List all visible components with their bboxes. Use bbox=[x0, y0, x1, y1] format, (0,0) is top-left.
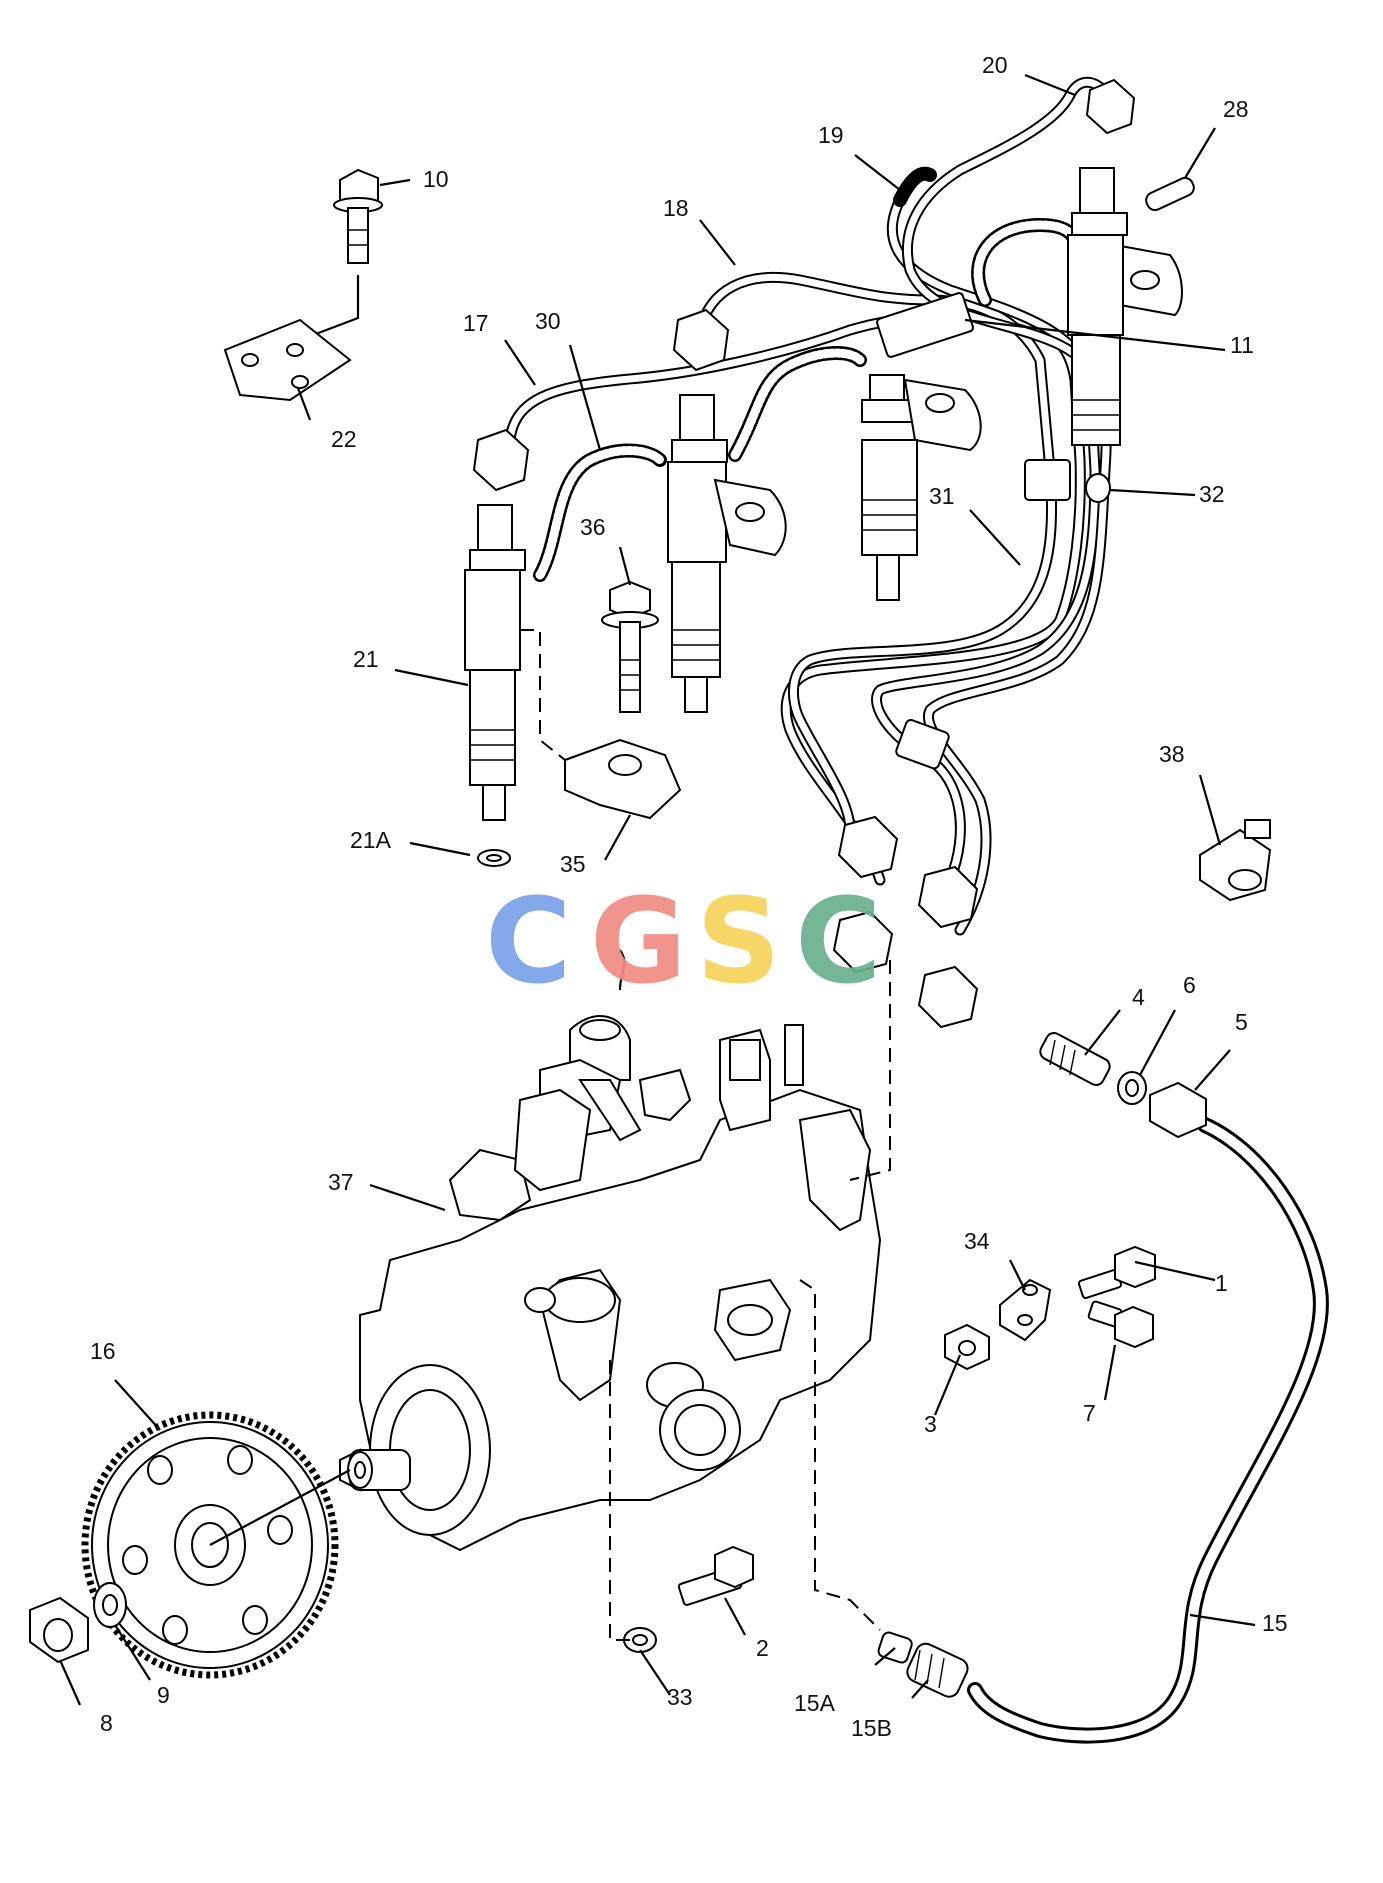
fuel-injection-lines bbox=[504, 76, 1116, 936]
callout-6: 6 bbox=[1183, 972, 1196, 998]
leader-lines bbox=[58, 73, 1256, 1706]
callout-28: 28 bbox=[1223, 96, 1249, 122]
callout-38: 38 bbox=[1159, 741, 1185, 767]
clamp-bolt bbox=[601, 580, 659, 713]
bracket-bolt bbox=[299, 168, 383, 342]
callout-21A: 21A bbox=[350, 827, 392, 853]
bracket-bolt-7 bbox=[1087, 1300, 1154, 1349]
fitting-15B bbox=[906, 1642, 969, 1698]
callout-5: 5 bbox=[1235, 1009, 1248, 1035]
callout-10: 10 bbox=[423, 166, 449, 192]
callout-36: 36 bbox=[580, 514, 606, 540]
callout-4: 4 bbox=[1132, 984, 1145, 1010]
callout-33: 33 bbox=[667, 1684, 693, 1710]
callout-22: 22 bbox=[331, 426, 357, 452]
watermark-letter-4: C bbox=[795, 872, 882, 1010]
callout-30: 30 bbox=[535, 308, 561, 334]
line-nuts bbox=[472, 78, 1136, 1029]
pump-bolt bbox=[677, 1545, 754, 1606]
gear-washer bbox=[93, 1582, 127, 1628]
callout-31: 31 bbox=[929, 483, 955, 509]
pin bbox=[1145, 176, 1195, 212]
callout-35: 35 bbox=[560, 851, 586, 877]
injector-1 bbox=[464, 504, 526, 867]
injector-3 bbox=[861, 374, 982, 601]
callout-19: 19 bbox=[818, 122, 844, 148]
pump-washer bbox=[609, 1360, 657, 1653]
callout-18: 18 bbox=[663, 195, 689, 221]
drive-gear bbox=[81, 1411, 351, 1679]
callout-2: 2 bbox=[756, 1635, 769, 1661]
watermark-letter-2: G bbox=[590, 872, 687, 1010]
return-tube bbox=[967, 1117, 1329, 1744]
callout-20: 20 bbox=[982, 52, 1008, 78]
callout-34: 34 bbox=[964, 1228, 990, 1254]
watermark-logo: C G S C bbox=[485, 872, 882, 1010]
injector-clamp bbox=[520, 629, 682, 820]
leak-off-hoses bbox=[533, 166, 1082, 582]
callout-8: 8 bbox=[100, 1710, 113, 1736]
banjo-fitting bbox=[1039, 1032, 1111, 1086]
injector-2 bbox=[667, 394, 787, 713]
bracket-plate bbox=[223, 318, 352, 402]
bracket-bolt-1 bbox=[1077, 1245, 1156, 1299]
callout-15B: 15B bbox=[851, 1715, 892, 1741]
callout-37: 37 bbox=[328, 1169, 354, 1195]
tube-nut bbox=[1149, 1081, 1207, 1139]
callout-32: 32 bbox=[1199, 481, 1225, 507]
callout-1: 1 bbox=[1215, 1270, 1228, 1296]
gear-nut bbox=[29, 1596, 89, 1664]
hose-clip bbox=[1199, 819, 1272, 902]
watermark-letter-3: S bbox=[696, 872, 781, 1010]
watermark-letter-1: C bbox=[485, 872, 572, 1010]
injector-4 bbox=[1067, 167, 1183, 446]
callout-9: 9 bbox=[157, 1682, 170, 1708]
callout-16: 16 bbox=[90, 1338, 116, 1364]
callout-3: 3 bbox=[924, 1411, 937, 1437]
callout-7: 7 bbox=[1083, 1400, 1096, 1426]
tube-bracket bbox=[999, 1278, 1052, 1342]
callout-labels: 1 2 3 4 5 6 7 8 9 10 11 15 15A 15B 16 17… bbox=[90, 52, 1288, 1741]
callout-11: 11 bbox=[1230, 332, 1254, 358]
sealing-washer bbox=[1117, 1071, 1147, 1105]
callout-17: 17 bbox=[463, 310, 489, 336]
callout-21: 21 bbox=[353, 646, 379, 672]
fuel-injection-pump bbox=[339, 949, 882, 1552]
callout-15A: 15A bbox=[794, 1690, 836, 1716]
bracket-nut bbox=[944, 1323, 990, 1371]
callout-15: 15 bbox=[1262, 1610, 1288, 1636]
